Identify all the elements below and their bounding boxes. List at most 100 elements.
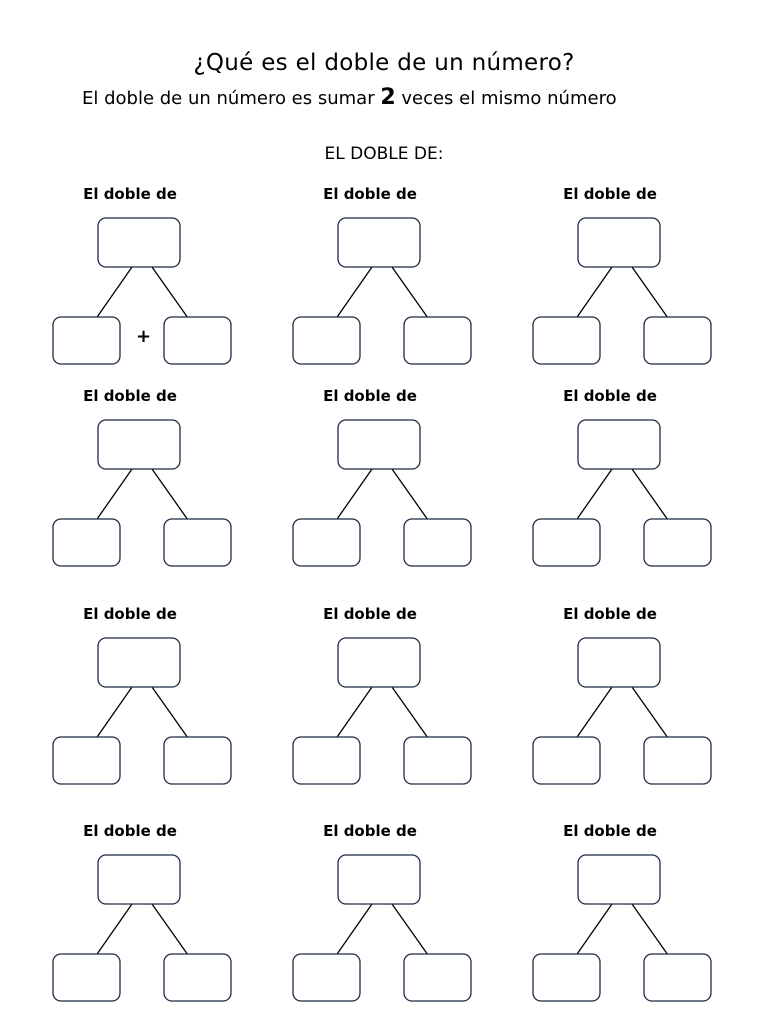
right-part-box[interactable] [643, 736, 712, 785]
whole-number-box[interactable] [337, 217, 421, 268]
right-branch-line [631, 903, 669, 956]
left-branch-line [334, 686, 373, 741]
left-branch-line [574, 468, 613, 523]
left-branch-line [94, 266, 133, 321]
right-part-box[interactable] [643, 316, 712, 365]
left-part-box[interactable] [52, 518, 121, 567]
left-branch-line [574, 266, 613, 321]
right-part-box[interactable] [403, 953, 472, 1002]
whole-number-box[interactable] [577, 217, 661, 268]
number-bond-9: El doble de [530, 605, 720, 805]
number-bond-diagram [52, 637, 232, 785]
plus-sign: + [136, 326, 152, 347]
left-part-box[interactable] [532, 736, 601, 785]
number-bond-1: El doble de + [50, 185, 240, 385]
right-part-box[interactable] [403, 518, 472, 567]
number-bond-label: El doble de [563, 822, 657, 840]
subtitle-text-after: veces el mismo número [395, 88, 617, 109]
number-bond-label: El doble de [83, 387, 177, 405]
left-part-box[interactable] [52, 953, 121, 1002]
right-branch-line [391, 686, 429, 739]
number-bond-diagram [292, 217, 472, 365]
number-bond-diagram [52, 217, 232, 365]
number-bond-12: El doble de [530, 822, 720, 1022]
number-bond-5: El doble de [290, 387, 480, 587]
right-branch-line [151, 686, 189, 739]
left-branch-line [94, 468, 133, 523]
right-branch-line [151, 266, 189, 319]
whole-number-box[interactable] [97, 854, 181, 905]
left-part-box[interactable] [292, 316, 361, 365]
left-branch-line [334, 266, 373, 321]
number-bond-diagram [52, 419, 232, 567]
right-branch-line [391, 266, 429, 319]
left-part-box[interactable] [52, 736, 121, 785]
subtitle-number: 2 [380, 85, 396, 110]
number-bond-3: El doble de [530, 185, 720, 385]
whole-number-box[interactable] [337, 854, 421, 905]
right-part-box[interactable] [163, 736, 232, 785]
number-bond-diagram [532, 419, 712, 567]
number-bond-label: El doble de [323, 822, 417, 840]
number-bond-diagram [292, 637, 472, 785]
left-part-box[interactable] [292, 518, 361, 567]
left-part-box[interactable] [532, 953, 601, 1002]
number-bond-diagram [292, 854, 472, 1002]
right-part-box[interactable] [403, 736, 472, 785]
whole-number-box[interactable] [337, 637, 421, 688]
right-part-box[interactable] [163, 953, 232, 1002]
section-heading: EL DOBLE DE: [324, 144, 444, 164]
left-branch-line [94, 686, 133, 741]
whole-number-box[interactable] [97, 419, 181, 470]
number-bond-6: El doble de [530, 387, 720, 587]
number-bond-2: El doble de [290, 185, 480, 385]
number-bond-10: El doble de [50, 822, 240, 1022]
whole-number-box[interactable] [577, 854, 661, 905]
right-part-box[interactable] [643, 953, 712, 1002]
number-bond-label: El doble de [83, 185, 177, 203]
left-branch-line [574, 903, 613, 958]
whole-number-box[interactable] [97, 217, 181, 268]
left-part-box[interactable] [52, 316, 121, 365]
whole-number-box[interactable] [337, 419, 421, 470]
number-bond-label: El doble de [563, 185, 657, 203]
left-part-box[interactable] [532, 518, 601, 567]
left-branch-line [334, 468, 373, 523]
left-part-box[interactable] [532, 316, 601, 365]
number-bond-7: El doble de [50, 605, 240, 805]
right-branch-line [391, 468, 429, 521]
number-bond-11: El doble de [290, 822, 480, 1022]
right-part-box[interactable] [163, 316, 232, 365]
subtitle-text-before: El doble de un número es sumar [82, 88, 381, 109]
number-bond-label: El doble de [563, 605, 657, 623]
number-bond-diagram [532, 217, 712, 365]
right-branch-line [151, 903, 189, 956]
left-part-box[interactable] [292, 953, 361, 1002]
whole-number-box[interactable] [97, 637, 181, 688]
right-part-box[interactable] [163, 518, 232, 567]
right-part-box[interactable] [403, 316, 472, 365]
number-bond-diagram [52, 854, 232, 1002]
number-bond-label: El doble de [83, 822, 177, 840]
number-bond-diagram [292, 419, 472, 567]
number-bond-label: El doble de [563, 387, 657, 405]
whole-number-box[interactable] [577, 419, 661, 470]
left-branch-line [94, 903, 133, 958]
whole-number-box[interactable] [577, 637, 661, 688]
page-title: ¿Qué es el doble de un número? [193, 50, 575, 76]
left-branch-line [334, 903, 373, 958]
number-bond-label: El doble de [323, 605, 417, 623]
right-branch-line [631, 266, 669, 319]
left-part-box[interactable] [292, 736, 361, 785]
right-branch-line [391, 903, 429, 956]
number-bond-8: El doble de [290, 605, 480, 805]
right-part-box[interactable] [643, 518, 712, 567]
left-branch-line [574, 686, 613, 741]
right-branch-line [151, 468, 189, 521]
number-bond-label: El doble de [83, 605, 177, 623]
number-bond-diagram [532, 637, 712, 785]
number-bond-diagram [532, 854, 712, 1002]
number-bond-4: El doble de [50, 387, 240, 587]
number-bond-label: El doble de [323, 185, 417, 203]
number-bond-label: El doble de [323, 387, 417, 405]
